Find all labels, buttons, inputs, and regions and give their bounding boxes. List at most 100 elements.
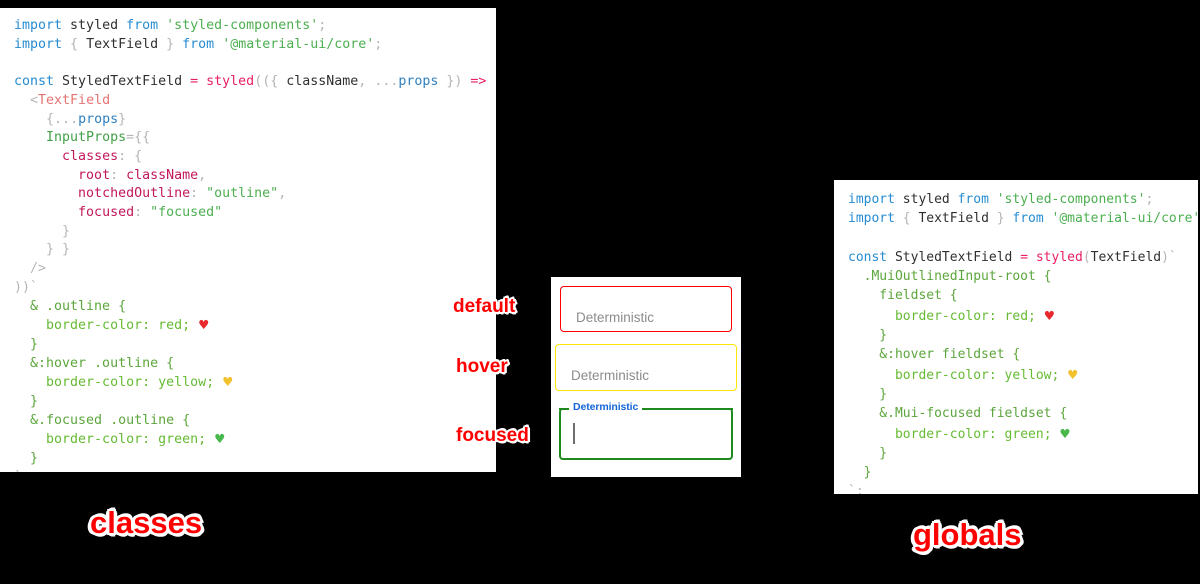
code-token: import	[14, 36, 71, 52]
code-token: ...	[54, 111, 79, 127]
code-line: &:hover fieldset {	[848, 345, 1198, 364]
code-line	[14, 54, 496, 73]
code-token: ,	[278, 186, 287, 202]
textfield-hover-label: Deterministic	[571, 368, 650, 383]
code-token: styled	[206, 74, 255, 90]
code-token: border-color	[14, 318, 143, 334]
code-line: } }	[14, 241, 496, 260]
code-token: '@material-ui/core'	[222, 36, 375, 52]
code-token: from	[1012, 211, 1052, 227]
code-block-globals: import styled from 'styled-components';i…	[848, 190, 1198, 494]
code-token: 'styled-components'	[166, 18, 319, 33]
code-line: }	[14, 336, 496, 355]
code-line: border-color: yellow; ♥	[848, 365, 1198, 385]
code-token	[14, 149, 62, 164]
code-token: styled	[70, 18, 127, 33]
code-token: =>	[470, 74, 495, 90]
code-token: =	[190, 74, 207, 90]
demo-fragment-default-hover: Deterministic Deterministic	[551, 277, 741, 393]
code-line: `;	[848, 482, 1198, 494]
code-token: {	[270, 74, 287, 90]
code-token: }	[848, 445, 888, 461]
code-token: :	[988, 367, 1005, 383]
textfield-hover[interactable]: Deterministic	[555, 344, 737, 391]
code-token: } }	[14, 242, 71, 258]
code-token: yellow	[158, 375, 207, 391]
code-token: :	[190, 186, 207, 202]
code-token: ))`	[14, 279, 39, 295]
code-token: :	[988, 308, 1005, 324]
code-line: }	[848, 385, 1198, 404]
code-token: }	[14, 223, 71, 239]
code-token: &:hover .outline {	[14, 355, 175, 371]
code-token: }	[158, 36, 183, 52]
code-token: }	[988, 211, 1013, 227]
code-token: TextField	[1090, 249, 1162, 265]
code-token: TextField	[86, 36, 159, 52]
code-token: (	[1082, 249, 1091, 265]
code-line: `;	[14, 469, 496, 472]
textfield-demo-panel: Deterministic Deterministic Deterministi…	[551, 277, 741, 477]
code-token: '@material-ui/core'	[1051, 211, 1198, 227]
code-token: styled	[1035, 249, 1083, 265]
code-token: ;	[1043, 426, 1060, 442]
caption-globals: globals	[913, 517, 1022, 552]
code-block-classes: import styled from 'styled-components';i…	[14, 17, 496, 472]
code-token: ;	[206, 375, 223, 391]
code-token: {	[118, 298, 127, 314]
code-line: import styled from 'styled-components';	[14, 17, 496, 36]
code-token: ,	[198, 167, 207, 183]
code-line: import { TextField } from '@material-ui/…	[848, 209, 1198, 228]
code-token: :	[142, 432, 159, 448]
code-token: TextField	[918, 211, 989, 227]
code-token: border-color	[848, 426, 989, 442]
code-token: &.focused .outline {	[14, 412, 191, 428]
code-line: }	[848, 326, 1198, 345]
code-line: <TextField	[14, 92, 496, 111]
code-token: notchedOutline	[78, 186, 191, 202]
code-token: &.Mui-focused fieldset {	[848, 406, 1068, 422]
code-token: border-color	[14, 375, 143, 391]
code-token: `;	[848, 484, 864, 494]
textfield-default[interactable]: Deterministic	[560, 286, 732, 332]
code-token: {	[70, 36, 87, 52]
heart-yellow-icon: ♥	[1067, 366, 1079, 382]
code-token: ...	[374, 74, 399, 90]
code-token: classes	[62, 148, 119, 164]
code-token: red	[158, 318, 183, 334]
code-token: =	[126, 130, 135, 146]
code-token: 'styled-components'	[996, 192, 1146, 207]
code-token: }	[14, 451, 39, 467]
code-token: ;	[182, 318, 199, 334]
code-token: :	[988, 426, 1005, 442]
code-token: border-color	[14, 432, 143, 448]
code-line: const StyledTextField = styled(({ classN…	[14, 73, 496, 92]
code-line: notchedOutline: "outline",	[14, 185, 496, 204]
code-token: const	[14, 74, 63, 90]
annotation-default: default	[453, 296, 516, 317]
code-line: fieldset {	[848, 286, 1198, 305]
code-line: }	[848, 463, 1198, 482]
code-line: />	[14, 260, 496, 279]
textfield-default-label: Deterministic	[576, 310, 655, 325]
code-panel-classes: import styled from 'styled-components';i…	[0, 8, 496, 472]
code-token: from	[957, 192, 997, 207]
code-line: }	[14, 223, 496, 242]
code-token: />	[14, 261, 47, 277]
code-token: props	[78, 111, 119, 127]
code-line: focused: "focused"	[14, 204, 496, 223]
textfield-focused[interactable]: Deterministic	[558, 401, 734, 460]
code-token: (	[494, 74, 496, 89]
code-token: className	[126, 167, 199, 183]
code-line: border-color: red; ♥	[848, 306, 1198, 326]
heart-red-icon: ♥	[1043, 307, 1055, 323]
code-line: }	[14, 450, 496, 469]
code-token: const	[848, 249, 895, 265]
code-line: .MuiOutlinedInput-root {	[848, 267, 1198, 286]
code-token: <	[14, 92, 39, 108]
code-token: import	[14, 18, 71, 33]
code-token: green	[1004, 426, 1044, 442]
code-token: }	[118, 111, 127, 127]
code-line	[848, 229, 1198, 248]
code-token	[14, 130, 46, 145]
